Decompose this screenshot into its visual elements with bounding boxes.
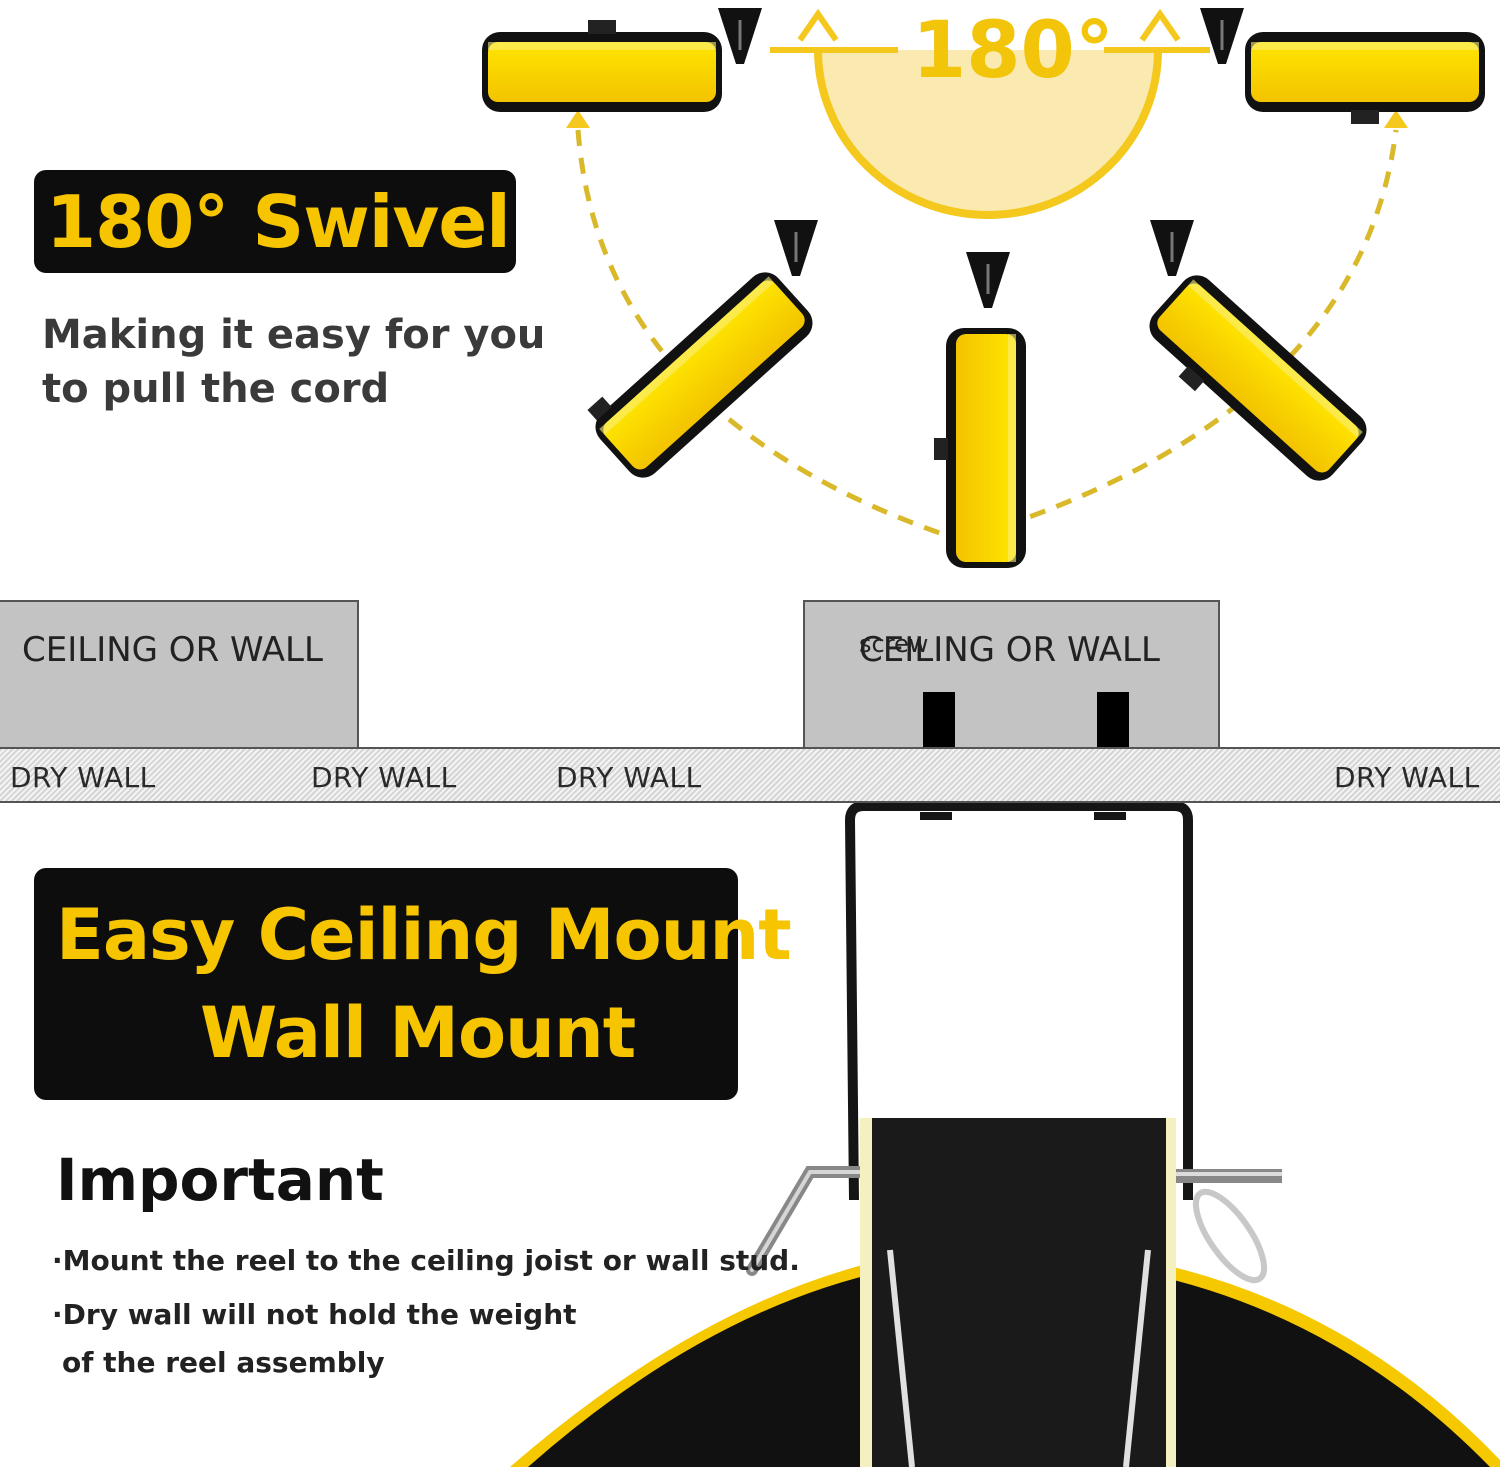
swivel-description: Making it easy for you to pull the cord (42, 308, 562, 416)
mount-bracket-icon (510, 801, 1500, 1467)
swivel-title: 180° Swivel (46, 180, 511, 264)
arrow-up-icon (797, 8, 1181, 42)
mount-title-line1: Easy Ceiling Mount (56, 894, 792, 976)
ceiling-block-left: CEILING OR WALL (0, 600, 359, 750)
screw-label: screw (859, 630, 929, 658)
important-title: Important (56, 1146, 384, 1214)
reel-icon (1142, 267, 1374, 489)
swivel-arc-fill (818, 50, 1158, 215)
reel-icon (934, 328, 1026, 568)
swivel-description-line1: Making it easy for you (42, 312, 546, 358)
drywall-strip: DRY WALL DRY WALL DRY WALL DRY WALL (0, 747, 1500, 803)
ceiling-label: CEILING OR WALL (22, 630, 323, 670)
screw-icon (1097, 692, 1129, 750)
drywall-label: DRY WALL (556, 761, 702, 794)
screw-icon (923, 692, 955, 750)
important-note-2-continued: of the reel assembly (62, 1346, 385, 1379)
important-note-1: ·Mount the reel to the ceiling joist or … (52, 1244, 800, 1277)
swivel-badge: 180° Swivel (34, 170, 516, 273)
swivel-description-line2: to pull the cord (42, 366, 390, 412)
reel-icon (587, 264, 820, 486)
drywall-label: DRY WALL (311, 761, 457, 794)
mount-title-line2: Wall Mount (200, 992, 636, 1074)
mount-badge: Easy Ceiling Mount Wall Mount (34, 868, 792, 1100)
reel-icon (1245, 32, 1485, 124)
important-note-2: ·Dry wall will not hold the weight (52, 1298, 577, 1331)
ceiling-label: CEILING OR WALL (859, 630, 1160, 670)
angle-label: 180° (912, 6, 1114, 96)
ceiling-block-right: CEILING OR WALL screw (803, 600, 1220, 750)
drywall-label: DRY WALL (10, 761, 156, 794)
drywall-label: DRY WALL (1334, 761, 1480, 794)
reel-icon (482, 20, 722, 112)
